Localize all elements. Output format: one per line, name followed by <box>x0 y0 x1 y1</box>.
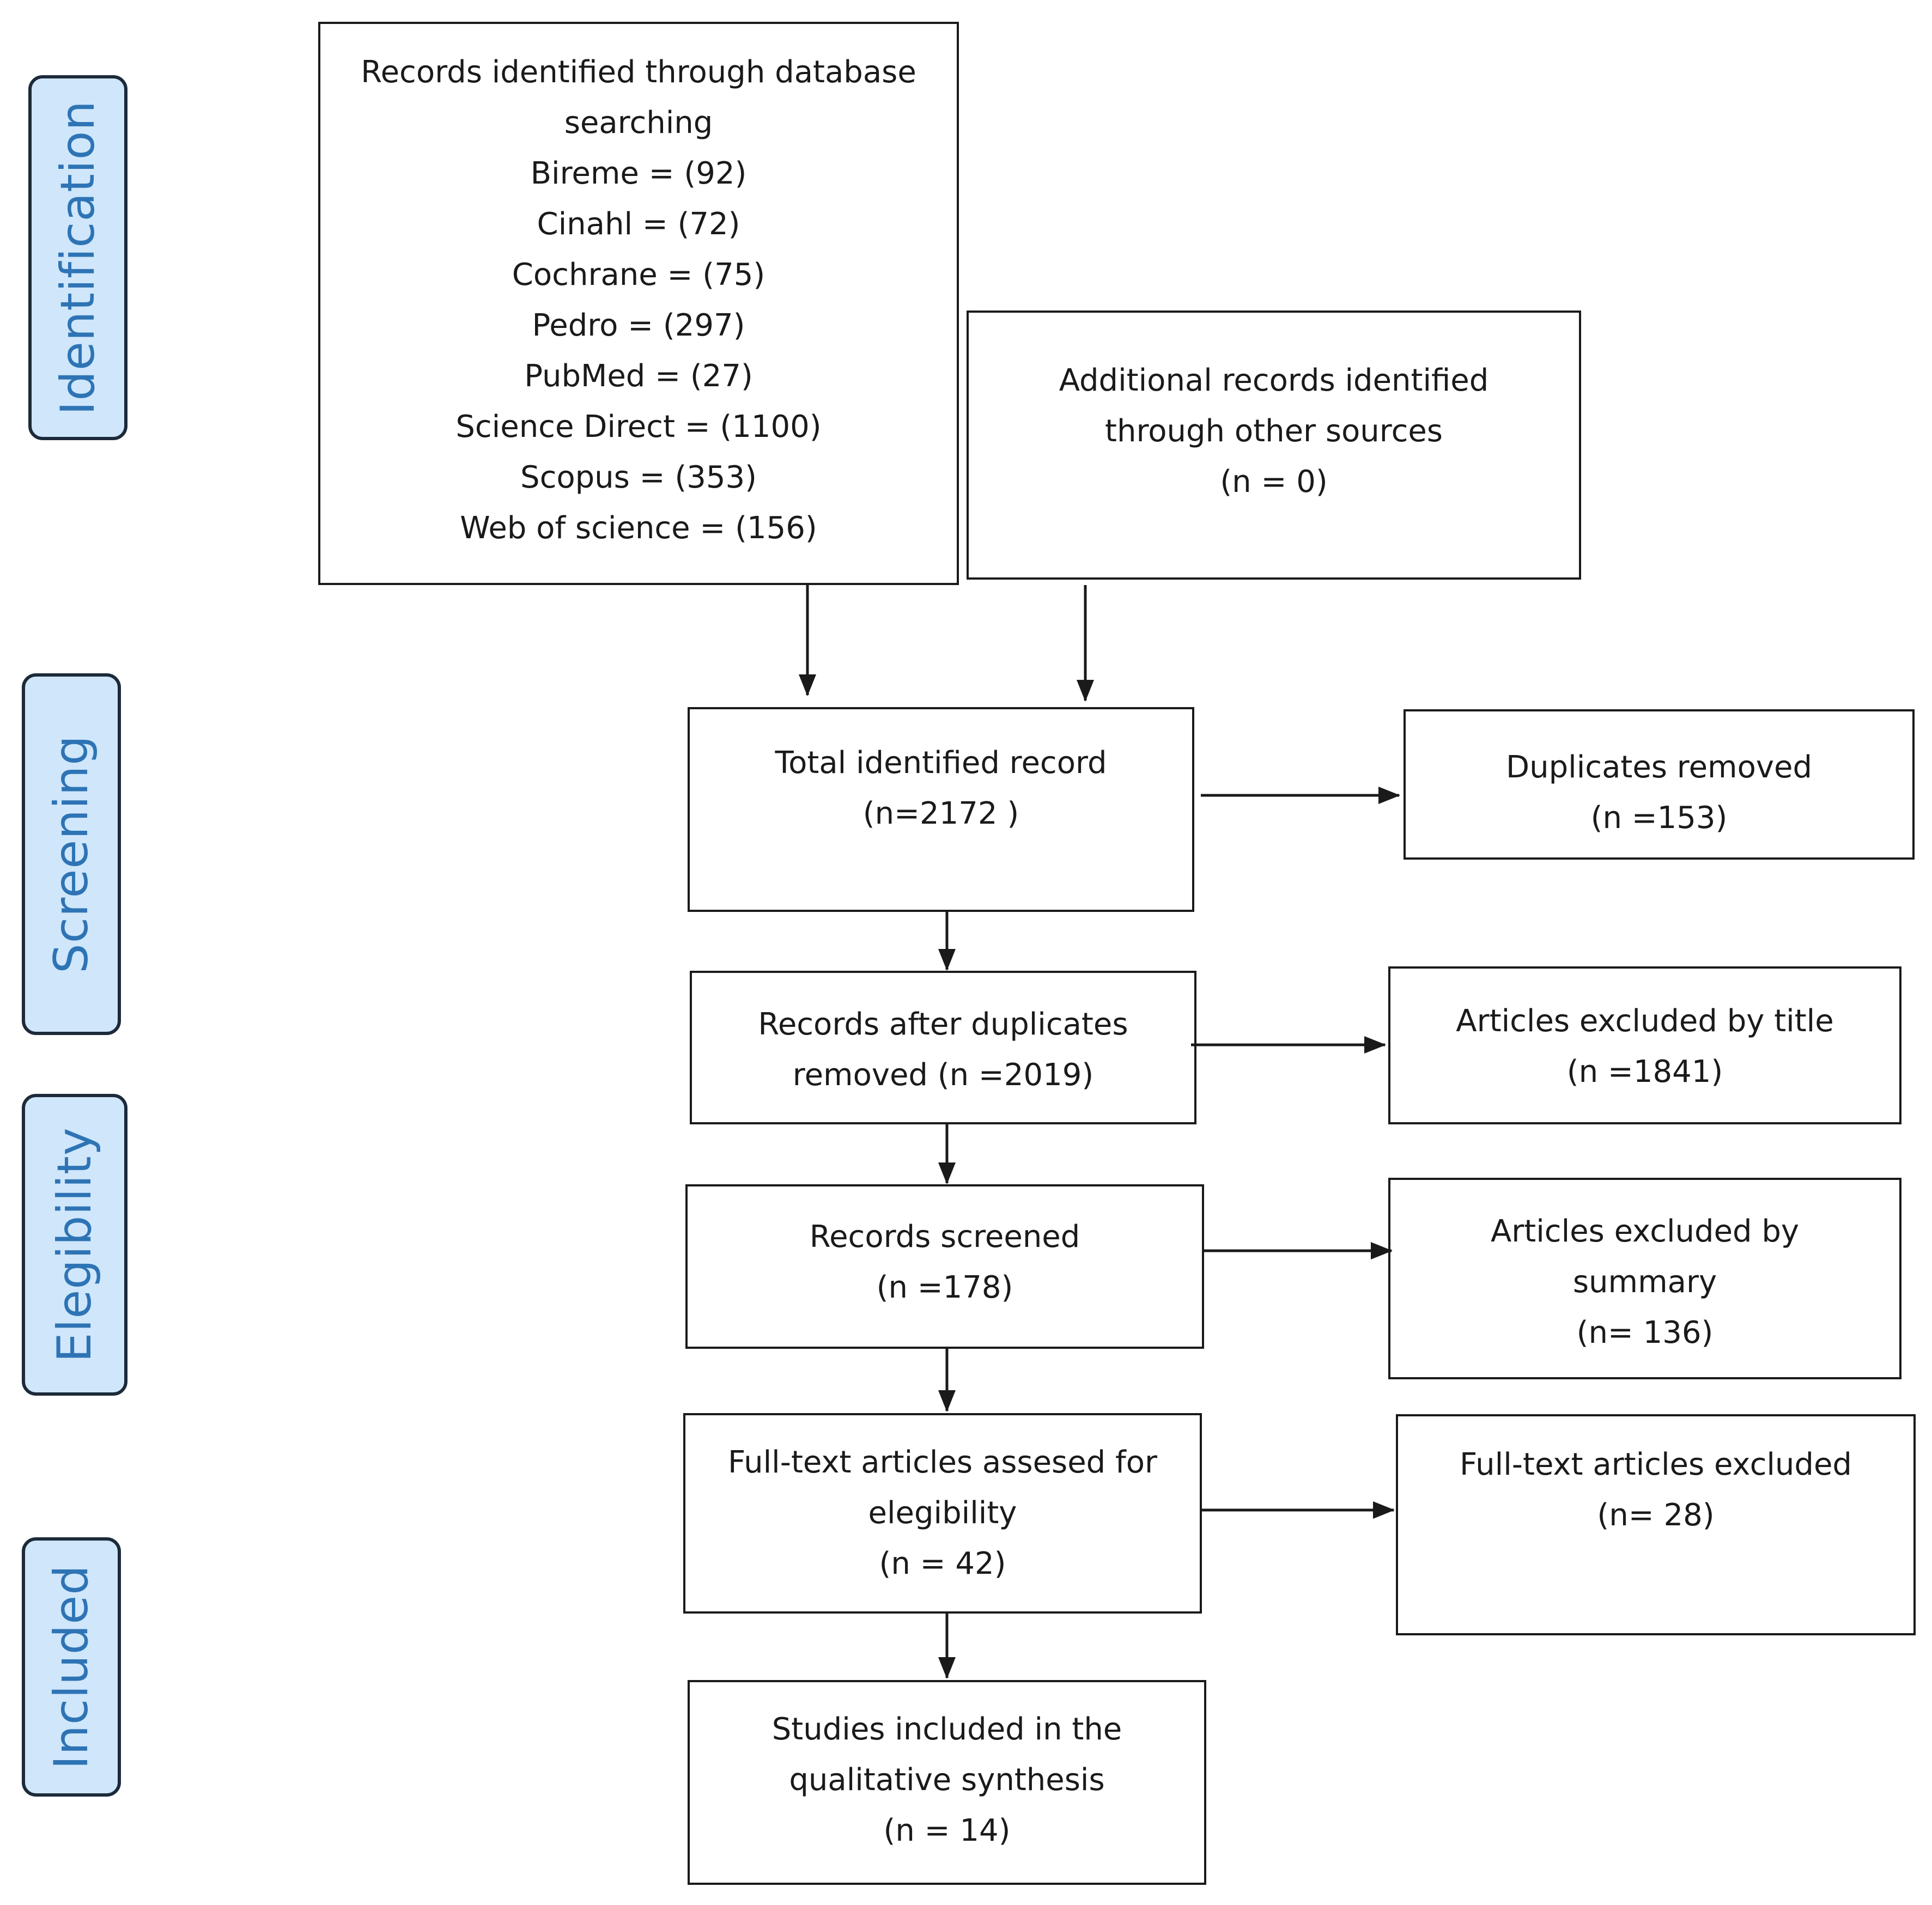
box-text-line: (n= 136) <box>1576 1315 1714 1350</box>
box-text-line: (n =178) <box>876 1270 1013 1305</box>
box-text-line: Records identified through database <box>361 54 916 90</box>
box-text-line: Full-text articles assesed for <box>727 1445 1158 1480</box>
box-text-line: elegibility <box>868 1495 1017 1531</box>
excluded-by-title-box: Articles excluded by title (n =1841) <box>1388 966 1901 1124</box>
database-records-box: Records identified through database searc… <box>318 22 959 585</box>
fulltext-assessed-box: Full-text articles assesed for elegibilit… <box>683 1413 1202 1614</box>
box-text-line: summary <box>1572 1264 1717 1300</box>
box-text-line: Additional records identified <box>1059 363 1489 398</box>
box-text-line: PubMed = (27) <box>524 358 753 394</box>
box-text-line: Total identified record <box>775 745 1107 781</box>
excluded-by-summary-box: Articles excluded by summary (n= 136) <box>1388 1178 1901 1379</box>
studies-included-box: Studies included in the qualitative synth… <box>688 1680 1206 1885</box>
box-text-line: Records after duplicates <box>758 1007 1128 1042</box>
box-text-line: Duplicates removed <box>1506 750 1812 785</box>
box-text-line: (n = 42) <box>879 1546 1006 1581</box>
duplicates-removed-box: Duplicates removed (n =153) <box>1404 709 1915 860</box>
records-screened-box: Records screened (n =178) <box>685 1184 1204 1349</box>
box-text-line: removed (n =2019) <box>792 1057 1094 1093</box>
box-text-line: Articles excluded by title <box>1456 1003 1834 1039</box>
records-after-duplicates-box: Records after duplicates removed (n =2019… <box>690 971 1196 1124</box>
box-text-line: searching <box>564 105 713 141</box>
box-text-line: (n =1841) <box>1566 1054 1723 1090</box>
stage-identification: Identification <box>28 75 127 440</box>
box-text-line: Web of science = (156) <box>460 510 817 546</box>
box-text-line: (n = 14) <box>883 1813 1011 1848</box>
box-text-line: Cinahl = (72) <box>537 206 740 242</box>
stage-included: Included <box>22 1537 121 1797</box>
box-text-line: Articles excluded by <box>1490 1214 1800 1249</box>
box-text-line: through other sources <box>1105 413 1443 449</box>
box-text-line: (n= 28) <box>1597 1498 1715 1533</box>
stage-eligibility: Elegibility <box>22 1094 127 1396</box>
box-text-line: Scopus = (353) <box>520 460 757 495</box>
box-text-line: Full-text articles excluded <box>1460 1447 1852 1482</box>
box-text-line: Records screened <box>809 1219 1080 1255</box>
stage-screening: Screening <box>22 673 121 1035</box>
box-text-line: Bireme = (92) <box>530 156 747 191</box>
other-sources-box: Additional records identified through oth… <box>967 311 1581 580</box>
box-text-line: (n = 0) <box>1220 464 1328 500</box>
box-text-line: Pedro = (297) <box>532 308 745 343</box>
box-text-line: qualitative synthesis <box>789 1762 1105 1798</box>
box-text-line: Cochrane = (75) <box>512 257 765 293</box>
box-text-line: (n=2172 ) <box>862 796 1019 831</box>
box-text-line: Science Direct = (1100) <box>455 409 822 445</box>
box-text-line: (n =153) <box>1590 800 1728 836</box>
total-identified-box: Total identified record (n=2172 ) <box>688 707 1194 912</box>
box-text-line: Studies included in the <box>771 1712 1122 1747</box>
fulltext-excluded-box: Full-text articles excluded (n= 28) <box>1396 1414 1916 1635</box>
